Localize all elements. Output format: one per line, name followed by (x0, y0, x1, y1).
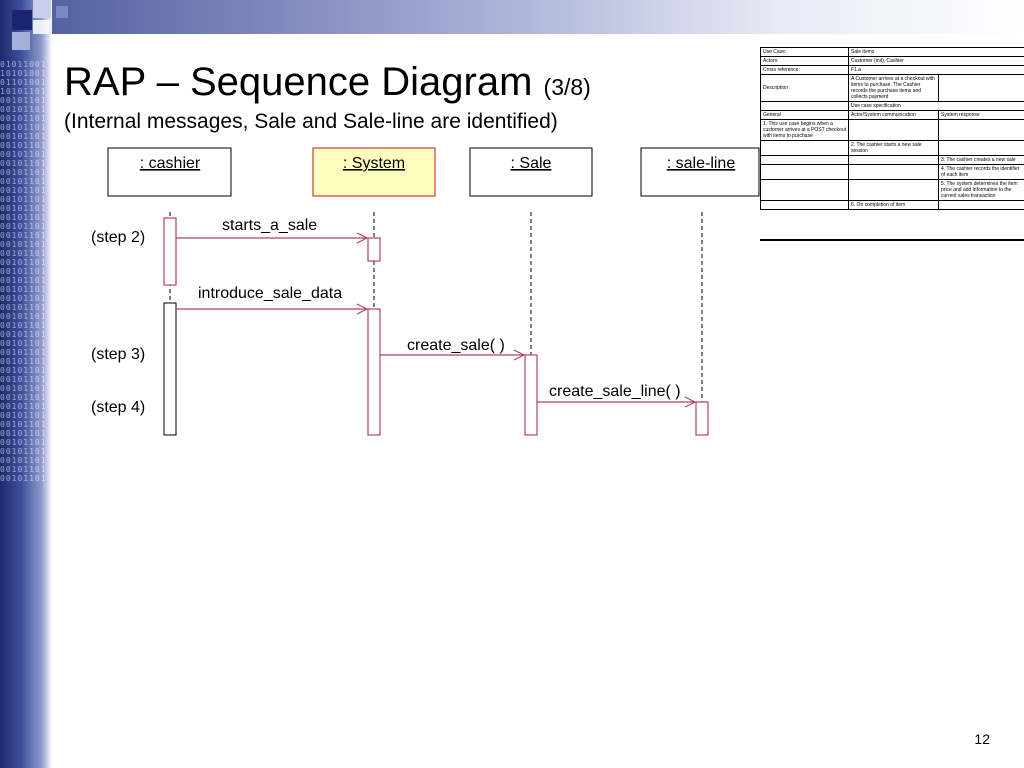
table-row: 4. The cashier records the identifier of… (760, 164, 1024, 180)
activation-bar (163, 302, 177, 436)
table-cell: Customer (init), Cashier (848, 56, 1024, 66)
title-text: RAP – Sequence Diagram (64, 60, 533, 104)
activation-bar (695, 401, 709, 436)
table-cell: 3. The cashier creates a new sale (938, 155, 1024, 165)
table-row: 3. The cashier creates a new sale (760, 155, 1024, 165)
table-cell (938, 200, 1024, 210)
table-row: 5. The system determines the item price … (760, 179, 1024, 201)
table-cell (760, 164, 849, 180)
step-label: (step 4) (91, 399, 145, 416)
activation-bar (524, 354, 538, 436)
page-number: 12 (974, 731, 990, 747)
object-name: : cashier (140, 155, 201, 172)
corner-square (56, 6, 68, 18)
table-cell (938, 140, 1024, 156)
object-box-highlighted (312, 147, 436, 197)
table-cell: General (760, 110, 849, 120)
table-cell (848, 179, 939, 201)
table-row: Actors: Customer (init), Cashier (760, 56, 1024, 66)
table-row: Use Case: Sale items (760, 47, 1024, 57)
message-label: create_sale_line( ) (549, 383, 681, 400)
corner-square (12, 10, 32, 30)
table-cell: 4. The cashier records the identifier of… (938, 164, 1024, 180)
use-case-table: Use Case: Sale items Actors: Customer (i… (760, 47, 1024, 210)
step-label: (step 2) (91, 229, 145, 246)
corner-square (33, 20, 49, 34)
table-cell (760, 179, 849, 201)
top-decorative-band (52, 0, 1024, 34)
table-cell: 6. On completion of item (848, 200, 939, 210)
table-cell: Description (760, 74, 849, 102)
table-row: 2. The cashier starts a new sale session (760, 140, 1024, 156)
table-row: 6. On completion of item (760, 200, 1024, 210)
table-row: Description A Customer arrives at a chec… (760, 74, 1024, 102)
table-cell: Use Case: (760, 47, 849, 57)
table-cell: 2. The cashier starts a new sale session (848, 140, 939, 156)
table-row: Cross reference: F1.a (760, 65, 1024, 75)
use-case-table-panel: Use Case: Sale items Actors: Customer (i… (760, 47, 1024, 241)
table-cell (760, 200, 849, 210)
corner-square (33, 0, 51, 18)
slide-title: RAP – Sequence Diagram (3/8) (64, 60, 591, 105)
table-cell: Use case specification (848, 101, 1024, 111)
table-cell: 1. This use case begins when a customer … (760, 119, 849, 141)
activation-bar (163, 217, 177, 286)
table-cell: F1.a (848, 65, 1024, 75)
table-cell (938, 119, 1024, 141)
table-cell: Cross reference: (760, 65, 849, 75)
left-decorative-band: 0101100110101001011010011010110100101101… (0, 0, 52, 768)
step-label: (step 3) (91, 346, 145, 363)
object-name: : sale-line (667, 155, 736, 172)
table-cell: Sale items (848, 47, 1024, 57)
object-cashier: : cashier (107, 147, 232, 197)
object-system: : System (312, 147, 436, 197)
message-label: starts_a_sale (222, 217, 317, 234)
table-cell (760, 140, 849, 156)
table-cell: Actor/System communication (848, 110, 939, 120)
table-cell: A Customer arrives at a checkout with it… (848, 74, 939, 102)
activation-bar (367, 308, 381, 436)
object-sale-line: : sale-line (640, 147, 760, 197)
table-cell (938, 74, 1024, 102)
table-row: General Actor/System communication Syste… (760, 110, 1024, 120)
table-row: Use case specification (760, 101, 1024, 111)
title-part-number: (3/8) (543, 74, 591, 100)
slide-subtitle: (Internal messages, Sale and Sale-line a… (64, 110, 558, 133)
table-cell: System response (938, 110, 1024, 120)
object-box (640, 147, 760, 197)
object-box (107, 147, 232, 197)
table-cell (760, 155, 849, 165)
message-label: introduce_sale_data (198, 285, 342, 302)
table-cell (848, 119, 939, 141)
table-cell (848, 155, 939, 165)
table-cell: Actors: (760, 56, 849, 66)
message-label: create_sale( ) (407, 337, 505, 354)
binary-pattern: 0101100110101001011010011010110100101101… (0, 60, 47, 483)
activation-bar (367, 237, 381, 262)
corner-square (12, 32, 30, 50)
object-name: : System (343, 155, 405, 172)
table-cell (760, 101, 849, 111)
object-sale: : Sale (469, 147, 593, 197)
table-cell: 5. The system determines the item price … (938, 179, 1024, 201)
table-bottom-border (760, 239, 1024, 241)
table-row: 1. This use case begins when a customer … (760, 119, 1024, 141)
table-cell (848, 164, 939, 180)
object-name: : Sale (511, 155, 552, 172)
object-box (469, 147, 593, 197)
